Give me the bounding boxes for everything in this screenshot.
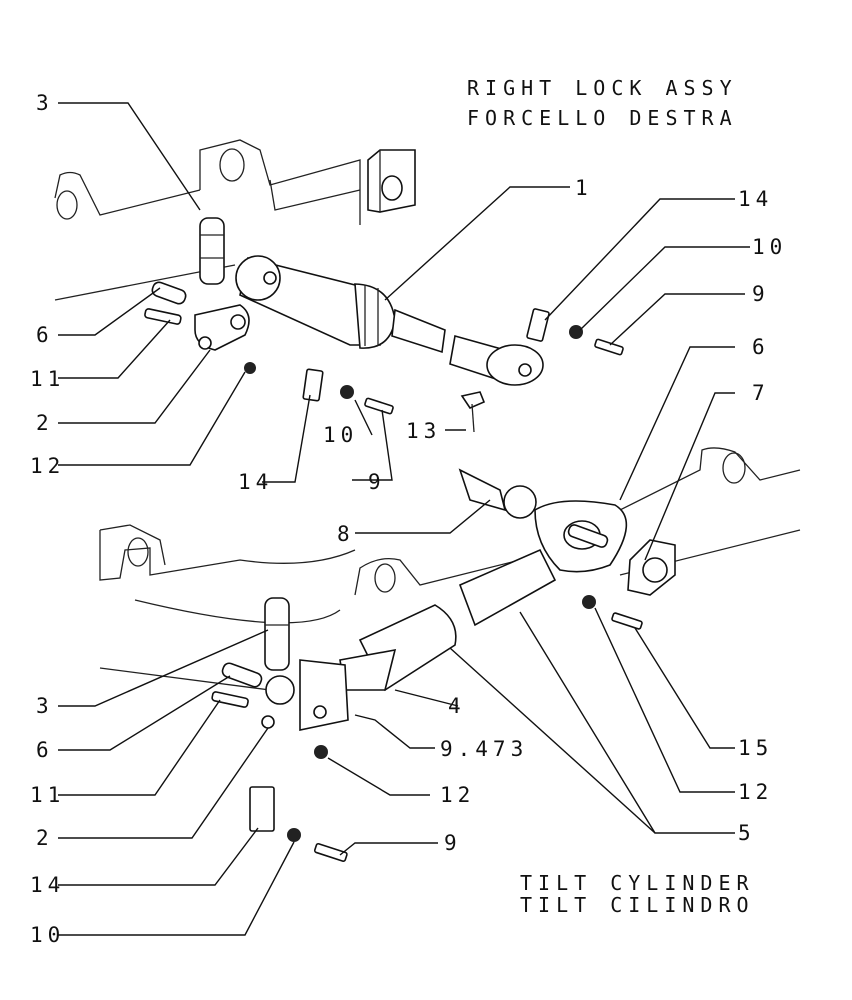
callout-6-right: 6 bbox=[752, 335, 770, 359]
upper-piston-rod bbox=[391, 308, 544, 386]
callout-10-top: 10 bbox=[752, 235, 787, 259]
lower-cylinder-tube bbox=[265, 548, 557, 731]
callout-6-bottom: 6 bbox=[36, 738, 54, 762]
callout-7: 7 bbox=[752, 381, 770, 405]
upper-frame-outline bbox=[54, 139, 361, 301]
leader-lines bbox=[58, 102, 750, 936]
callout-3-top: 3 bbox=[36, 91, 54, 115]
callout-11-bottom: 11 bbox=[30, 783, 65, 807]
callout-9-bottom: 9 bbox=[444, 831, 462, 855]
callout-14-mid: 14 bbox=[238, 470, 273, 494]
callout-9-top: 9 bbox=[752, 282, 770, 306]
header-caption-line1: RIGHT LOCK ASSY bbox=[467, 76, 738, 100]
upper-pin bbox=[199, 217, 225, 285]
callout-1: 1 bbox=[575, 176, 593, 200]
lower-frame-outline bbox=[99, 447, 801, 691]
footer-caption-line1: TILT CYLINDER bbox=[520, 871, 755, 895]
callout-4: 4 bbox=[448, 694, 466, 718]
upper-small-parts bbox=[302, 308, 624, 433]
lower-pin bbox=[264, 597, 290, 671]
ball-joint bbox=[458, 468, 537, 519]
upper-frame-block bbox=[367, 149, 416, 213]
callout-5: 5 bbox=[738, 821, 756, 845]
callout-15: 15 bbox=[738, 736, 773, 760]
callout-2-top: 2 bbox=[36, 411, 54, 435]
callout-10-mid: 10 bbox=[323, 423, 358, 447]
callout-8: 8 bbox=[337, 522, 355, 546]
callout-14-bottom: 14 bbox=[30, 873, 65, 897]
lower-bracket bbox=[534, 500, 628, 573]
upper-clevis-group bbox=[144, 281, 256, 374]
flange-plate bbox=[627, 539, 676, 596]
lower-small-parts bbox=[211, 595, 643, 862]
callout-12-left: 12 bbox=[30, 454, 65, 478]
callout-13: 13 bbox=[406, 419, 441, 443]
callout-9-mid: 9 bbox=[368, 470, 386, 494]
callout-11-top: 11 bbox=[30, 367, 65, 391]
callout-9-473: 9.473 bbox=[440, 737, 528, 761]
upper-cylinder bbox=[235, 255, 396, 349]
callout-12-right: 12 bbox=[738, 780, 773, 804]
footer-caption-line2: TILT CILINDRO bbox=[520, 893, 755, 917]
callout-6-left: 6 bbox=[36, 323, 54, 347]
callout-12-bottom: 12 bbox=[440, 783, 475, 807]
callout-14-top: 14 bbox=[738, 187, 773, 211]
callout-2-bottom: 2 bbox=[36, 826, 54, 850]
header-caption-line2: FORCELLO DESTRA bbox=[467, 106, 738, 130]
callout-10-bottom: 10 bbox=[30, 923, 65, 947]
callout-3-bottom: 3 bbox=[36, 694, 54, 718]
